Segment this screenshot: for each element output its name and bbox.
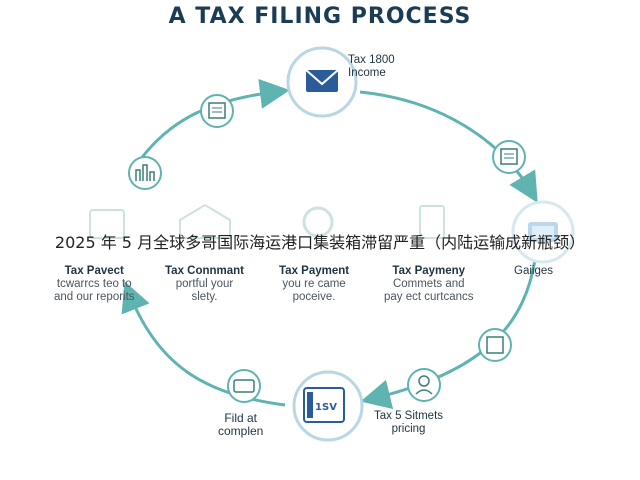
house-icon — [179, 203, 231, 239]
person-icon — [407, 368, 441, 402]
ring-arc-bottom-left — [121, 281, 286, 407]
inner-step-2: Tax Connmant portful your slety. — [165, 265, 245, 303]
list-icon — [492, 140, 526, 174]
node-label-bottom-left: Fild at complen — [218, 411, 264, 438]
inner-step-4: Tax Paymeny Commets and pay ect curtcanc… — [384, 265, 474, 303]
calculator-icon — [478, 328, 512, 362]
gear-icon — [302, 206, 334, 238]
badge-text: 1SV — [315, 402, 337, 413]
envelope-icon — [305, 69, 339, 92]
receipt-icon — [200, 94, 234, 128]
ring-arc-top-right — [359, 90, 538, 203]
inner-step-3: Tax Payment you re came poceive. — [279, 265, 350, 303]
tablet-icon — [528, 222, 558, 242]
ring-arc-top-left — [138, 78, 290, 161]
node-label-right: Gaiiges — [514, 265, 553, 277]
inner-step-icons — [89, 203, 445, 239]
overlay-caption: 2025 年 5 月全球多哥国际海运港口集装箱滞留严重（内陆运输成新瓶颈） — [54, 233, 586, 252]
chart-icon — [128, 156, 162, 190]
inner-step-1: Tax Pavect tcwarrcs teo to and our repor… — [54, 265, 135, 303]
node-label-bottom-right: Tax 5 Sitmets pricing — [374, 410, 444, 435]
document-icon: 1SV — [303, 387, 345, 423]
diagram-title: A TAX FILING PROCESS — [168, 4, 472, 29]
ticket-icon — [227, 369, 261, 403]
node-label-top: Tax 1800 Income — [348, 54, 395, 79]
